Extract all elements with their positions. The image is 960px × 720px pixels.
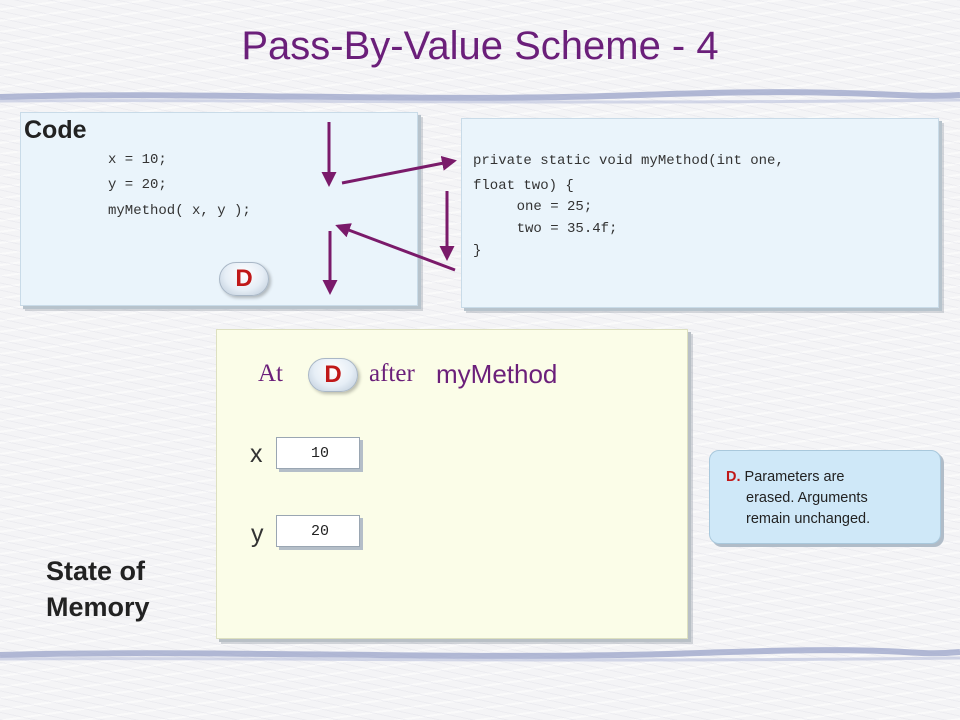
method-line-signature: private static void myMethod(int one,: [473, 153, 784, 169]
method-line-two: two = 35.4f;: [483, 221, 618, 237]
step-note: D. Parameters are erased. Arguments rema…: [709, 450, 941, 544]
method-line-close: }: [473, 243, 482, 259]
code-line-y: y = 20;: [108, 177, 167, 193]
variable-x-value: 10: [276, 437, 360, 469]
note-text-line1: Parameters are: [744, 469, 845, 485]
method-line-one: one = 25;: [483, 199, 593, 215]
code-line-x: x = 10;: [108, 152, 167, 168]
after-label: after: [369, 360, 415, 387]
method-line-signature-cont: float two) {: [473, 178, 574, 194]
step-badge-memory: D: [308, 358, 358, 392]
memory-panel: [216, 329, 688, 639]
variable-y-label: y: [251, 520, 264, 548]
at-label: At: [258, 360, 283, 387]
slide-title: Pass-By-Value Scheme - 4: [241, 24, 719, 68]
state-label-line1: State of: [46, 556, 146, 586]
method-name-label: myMethod: [436, 359, 558, 389]
method-panel: [461, 118, 939, 308]
code-heading: Code: [24, 116, 87, 144]
code-line-call: myMethod( x, y );: [108, 203, 251, 219]
state-of-memory-label: State of Memory: [46, 553, 150, 625]
note-text-line2: erased. Arguments: [746, 490, 868, 506]
variable-x-label: x: [250, 440, 263, 468]
step-badge-code: D: [219, 262, 269, 296]
state-label-line2: Memory: [46, 592, 150, 622]
note-key: D.: [726, 469, 741, 485]
variable-y-value: 20: [276, 515, 360, 547]
note-text-line3: remain unchanged.: [746, 511, 871, 527]
